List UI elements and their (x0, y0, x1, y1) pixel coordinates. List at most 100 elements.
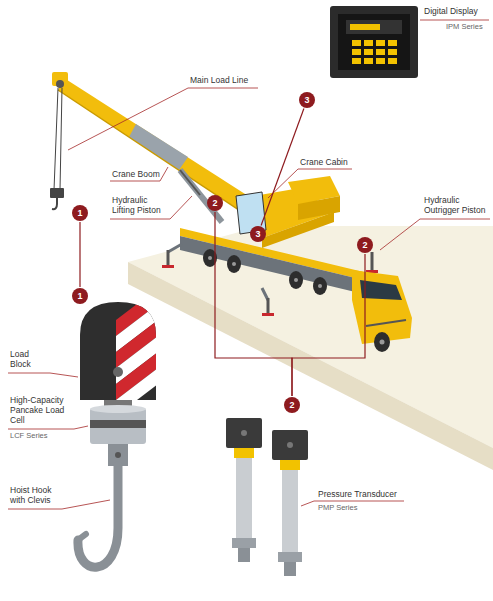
outrigger (162, 265, 174, 268)
superstructure (298, 196, 340, 220)
leader-line (8, 373, 78, 377)
truck-cab (374, 332, 390, 352)
truck-chassis (318, 284, 322, 288)
main-load-line (52, 198, 57, 209)
part-label: PMP Series (318, 504, 378, 513)
hoist-hook (78, 444, 128, 567)
lifting-piston (180, 170, 200, 195)
ground-slab (128, 226, 493, 448)
truck-cab (360, 280, 402, 300)
callout-text: 1 (77, 209, 82, 218)
load-cell (90, 405, 146, 413)
truck-chassis (232, 262, 236, 266)
truck-chassis (227, 255, 241, 273)
pressure-transducer (241, 430, 247, 436)
load-cell (90, 420, 146, 428)
main-load-line (50, 188, 64, 198)
callout-connector (215, 212, 292, 396)
part-label: Load Block (10, 350, 50, 370)
truck-cab (380, 340, 385, 345)
callout-number: 1 (72, 205, 88, 221)
ground-slab (128, 226, 493, 470)
truck-chassis (208, 256, 212, 260)
digital-display (376, 40, 385, 46)
pressure-transducer (282, 470, 298, 552)
pressure-transducer (226, 418, 262, 448)
pressure-transducer (278, 552, 302, 562)
part-label: Hydraulic Lifting Piston (112, 196, 170, 216)
main-load-line (54, 88, 58, 190)
pressure-transducer (226, 418, 308, 576)
crane-boom (58, 90, 260, 224)
pressure-transducer (272, 430, 308, 460)
main-load-line (60, 88, 62, 190)
outrigger (267, 298, 270, 314)
part-label: LCF Series (10, 432, 70, 441)
load-block (116, 288, 158, 416)
callout-text: 2 (289, 401, 294, 410)
callout-text: 2 (362, 241, 367, 250)
truck-chassis (289, 271, 303, 289)
load-cell (90, 400, 146, 444)
truck-chassis (180, 236, 372, 296)
truck-chassis (294, 278, 298, 282)
truck-chassis (313, 277, 327, 295)
digital-display (346, 20, 402, 34)
digital-display (364, 40, 373, 46)
callout-number: 2 (357, 237, 373, 253)
callout-number: 2 (284, 397, 300, 413)
part-label: Hoist Hook with Clevis (10, 486, 62, 506)
digital-display (388, 58, 397, 64)
callout-text: 3 (255, 230, 260, 239)
leader-line (8, 426, 88, 429)
digital-display (330, 6, 418, 78)
superstructure (232, 176, 340, 248)
lifting-piston (180, 170, 222, 222)
leader-line (380, 219, 490, 250)
digital-display (352, 58, 361, 64)
callout-text: 1 (77, 292, 82, 301)
leader-line (68, 88, 258, 150)
leader-line (110, 181, 160, 182)
digital-display (388, 49, 397, 55)
outrigger (162, 244, 378, 316)
part-label: IPM Series (446, 23, 492, 32)
truck-cab (352, 270, 412, 352)
hoist-hook (78, 534, 86, 540)
part-label: Digital Display (424, 7, 492, 17)
digital-display (364, 49, 373, 55)
leader-line (160, 167, 168, 181)
leader-line (110, 196, 192, 219)
truck-cab (366, 320, 406, 326)
digital-display (376, 58, 385, 64)
callout-number: 3 (299, 92, 315, 108)
hoist-hook (115, 452, 121, 458)
digital-display (352, 40, 361, 46)
callout-number: 1 (72, 288, 88, 304)
leader-line (420, 20, 489, 21)
outrigger (167, 250, 170, 266)
hoist-hook (78, 466, 118, 567)
digital-display (352, 49, 361, 55)
part-label: High-Capacity Pancake Load Cell (10, 396, 74, 425)
part-label: Hydraulic Outrigger Piston (424, 196, 491, 216)
callout-connector (261, 108, 304, 225)
digital-display (376, 49, 385, 55)
part-label: Crane Boom (112, 170, 162, 180)
crane-boom (129, 124, 188, 170)
outrigger (371, 252, 374, 272)
pressure-transducer (280, 460, 300, 470)
callout-number: 3 (250, 226, 266, 242)
callout-connector (79, 222, 80, 287)
main-load-line (50, 88, 64, 209)
pressure-transducer (238, 548, 250, 562)
digital-display (388, 40, 397, 46)
load-block (80, 288, 158, 416)
pressure-transducer (236, 458, 252, 538)
ground-slab (128, 262, 493, 470)
digital-display (364, 58, 373, 64)
callout-number: 2 (207, 195, 223, 211)
pressure-transducer (234, 448, 254, 458)
load-block (113, 367, 123, 377)
digital-display (330, 6, 418, 78)
